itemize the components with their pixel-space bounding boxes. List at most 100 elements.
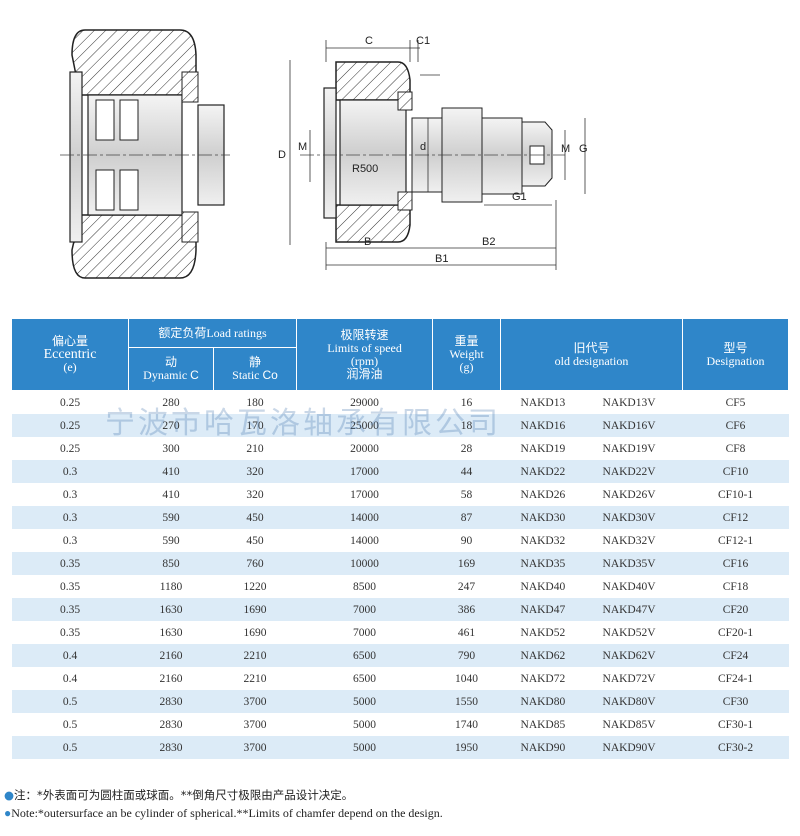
cell-speed: 6500 [353,672,377,685]
cell-old-designation: NAKD47 [520,603,566,616]
cell-old-designation: NAKD85 [520,718,566,731]
cell-weight: 58 [460,488,473,501]
cell-old-designation: NAKD13 [520,396,566,409]
cell-static: 3700 [243,718,267,731]
dim-label-b1: B1 [435,253,448,265]
cell-static: 320 [246,488,264,501]
cell-designation: CF5 [725,396,746,409]
cell-dynamic: 2830 [159,718,183,731]
cell-old-designation-v: NAKD40V [602,580,656,593]
cell-speed: 7000 [353,626,377,639]
cell-designation: CF6 [682,414,789,437]
cell-eccentric: 0.35 [59,580,81,593]
cell-designation: CF10 [682,460,789,483]
cell-old-designation-v: NAKD35V [602,557,656,570]
cell-static: 2210 [213,644,297,667]
cell-weight: 386 [432,598,501,621]
cell-old-designation-v: NAKD62V [602,649,656,662]
cell-eccentric: 0.4 [11,644,129,667]
cell-old-designation: NAKD35 [520,557,566,570]
cell-weight: 90 [460,534,473,547]
cell-designation: CF10-1 [717,488,754,501]
cell-designation: CF20 [682,598,789,621]
dim-label-g1: G1 [512,191,527,203]
cell-old-designation-v: NAKD26V [602,488,656,501]
cell-eccentric: 0.5 [11,690,129,713]
cell-static: 2210 [243,672,267,685]
cell-speed: 14000 [350,534,379,547]
cell-speed: 25000 [296,414,433,437]
cell-old-designation: NAKD62 [520,649,566,662]
cell-speed: 10000 [296,552,433,575]
cell-dynamic: 1630 [128,598,214,621]
dim-label-m-left: M [298,141,307,153]
cell-designation: CF12-1 [717,534,754,547]
cell-weight: 28 [460,442,473,455]
cell-designation: CF16 [682,552,789,575]
header-designation: 型号 Designation [682,318,790,391]
cell-designation: CF30-1 [717,718,754,731]
dim-label-m-right: M [561,143,570,155]
cell-speed: 8500 [353,580,377,593]
cell-speed: 14000 [296,506,433,529]
cell-weight: 1740 [455,718,479,731]
cell-old-designation: NAKD26 [520,488,566,501]
cell-old-designation: NAKD72 [520,672,566,685]
cell-old-designation-group: NAKD62 NAKD62V [500,644,683,667]
cell-static: 1220 [243,580,267,593]
cell-static: 3700 [213,690,297,713]
cell-static: 320 [213,460,297,483]
cell-old-designation-group: NAKD85 NAKD85V [501,713,683,736]
cell-static: 1690 [213,598,297,621]
cell-old-designation: NAKD16 [520,419,566,432]
cell-speed: 5000 [296,736,433,759]
cell-eccentric: 0.3 [62,534,78,547]
cell-old-designation-v: NAKD85V [602,718,656,731]
cell-dynamic: 850 [128,552,214,575]
cell-old-designation-v: NAKD32V [602,534,656,547]
cell-old-designation-v: NAKD72V [602,672,656,685]
cell-old-designation: NAKD80 [520,695,566,708]
cell-old-designation-v: NAKD90V [602,741,656,754]
cell-old-designation-v: NAKD16V [602,419,656,432]
cell-eccentric: 0.35 [11,552,129,575]
cell-dynamic: 2830 [128,736,214,759]
dim-label-c: C [365,35,373,47]
cell-dynamic: 410 [128,460,214,483]
cell-old-designation-group: NAKD80 NAKD80V [500,690,683,713]
dim-label-b2: B2 [482,236,495,248]
cell-dynamic: 590 [162,534,180,547]
cell-eccentric: 0.3 [11,460,129,483]
cell-dynamic: 2160 [159,672,183,685]
cell-old-designation-v: NAKD52V [602,626,656,639]
cell-weight: 16 [460,396,473,409]
cell-weight: 87 [432,506,501,529]
cell-eccentric: 0.5 [11,736,129,759]
cell-old-designation-group: NAKD16 NAKD16V [500,414,683,437]
cell-dynamic: 410 [162,488,180,501]
cell-speed: 7000 [296,598,433,621]
cell-old-designation-group: NAKD32 NAKD32V [501,529,683,552]
cell-eccentric: 0.35 [11,598,129,621]
cell-old-designation-group: NAKD35 NAKD35V [500,552,683,575]
cell-eccentric: 0.4 [62,672,78,685]
right-section-view [289,40,586,270]
cell-weight: 1550 [432,690,501,713]
cell-old-designation: NAKD32 [520,534,566,547]
cell-old-designation-v: NAKD80V [602,695,656,708]
cell-eccentric: 0.5 [62,718,78,731]
